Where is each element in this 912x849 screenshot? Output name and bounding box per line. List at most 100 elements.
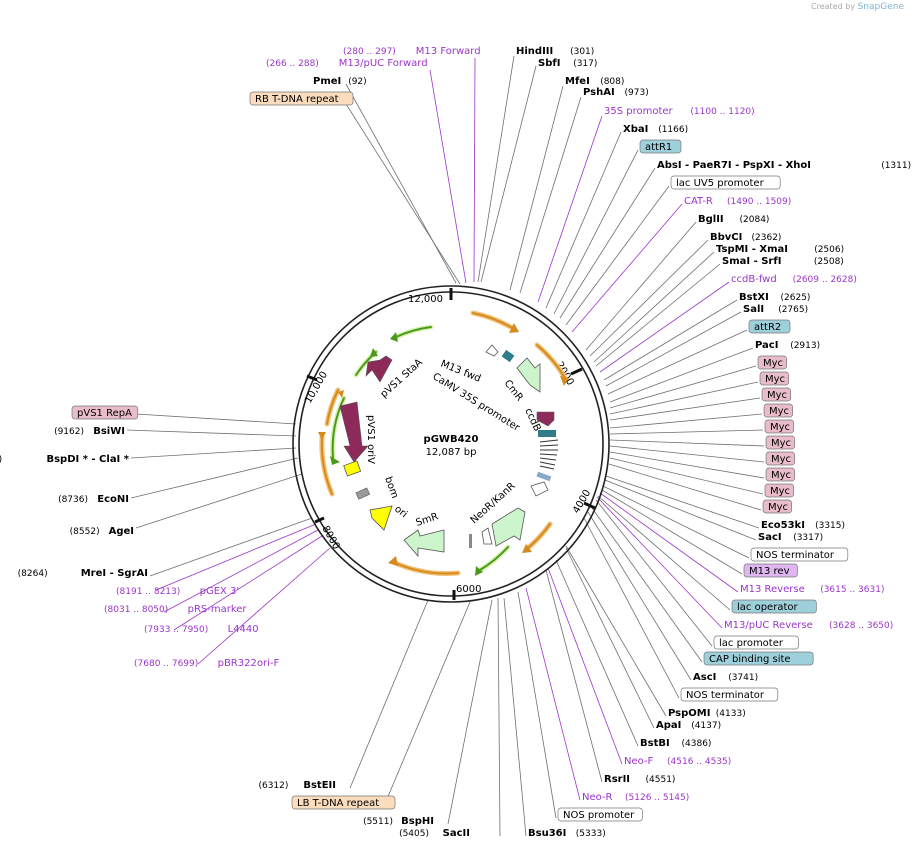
label-mrei-sgrai[interactable]: (8264)MreI - SgrAI [18, 568, 148, 579]
enzyme-name: PacI [755, 340, 778, 351]
label-ccdb-fwd[interactable]: ccdB-fwd(2609 .. 2628) [731, 274, 857, 285]
label-apai[interactable]: ApaI(4137) [656, 720, 721, 731]
label-bsu36i[interactable]: Bsu36I(5333) [528, 828, 606, 839]
label-saci[interactable]: SacI(3317) [758, 532, 823, 543]
label-prs-marker[interactable]: (8031 .. 8050)pRS-marker [104, 604, 247, 615]
leader-paci [609, 347, 754, 403]
label-paci[interactable]: PacI(2913) [755, 340, 820, 351]
label-tspmi-xmai[interactable]: TspMI - XmaI(2506) [716, 244, 844, 255]
leader-rb-t-dna-repeat [345, 103, 461, 285]
label-bbvci[interactable]: BbvCI(2362) [710, 232, 781, 243]
label-myc[interactable]: Myc [757, 355, 787, 370]
label-pshai[interactable]: PshAI(973) [583, 87, 649, 98]
label-attr1[interactable]: attR1 [639, 139, 682, 154]
leader-myc [609, 457, 764, 495]
label-l4440[interactable]: (7933 .. 7950)L4440 [144, 624, 259, 635]
label-rsrii[interactable]: RsrII(4551) [604, 774, 675, 785]
smr-label: SmR [415, 511, 440, 529]
primer-name: ccdB-fwd [731, 274, 777, 285]
label-myc[interactable]: Myc [765, 451, 795, 466]
enzyme-position: (2508) [814, 257, 844, 267]
leader-agei [135, 473, 303, 529]
label-m13-forward[interactable]: (280 .. 297)M13 Forward [343, 46, 481, 57]
label-bstxi[interactable]: BstXI(2625) [739, 292, 810, 303]
label-sacii[interactable]: (5405)SacII [399, 828, 470, 839]
leader-l4440 [173, 535, 323, 631]
label-mfei[interactable]: MfeI(808) [565, 76, 624, 87]
feature-name: Myc [767, 390, 787, 401]
ring-arc-arrowheads [318, 323, 569, 576]
label-myc[interactable]: Myc [759, 371, 789, 386]
label-asci[interactable]: AscI(3741) [693, 672, 758, 683]
label-pbr322ori-f[interactable]: (7680 .. 7699)pBR322ori-F [134, 658, 279, 669]
feature-name: RB T-DNA repeat [255, 94, 339, 105]
label-lac-operator[interactable]: lac operator [731, 599, 817, 614]
label-myc[interactable]: Myc [763, 403, 793, 418]
label-bspdi-clai[interactable]: (8968)BspDI * - ClaI * [0, 454, 130, 465]
label-absi-paer7i-pspxi-xhoi[interactable]: AbsI - PaeR7I - PspXI - XhoI(1311) [657, 160, 911, 171]
enzyme-position: (2625) [781, 293, 811, 303]
label-smai-srfi[interactable]: SmaI - SrfI(2508) [722, 256, 844, 267]
leader-bstxi [603, 299, 738, 381]
label-nos-terminator[interactable]: NOS terminator [750, 547, 849, 562]
leader-mrei-sgrai [149, 517, 313, 577]
label-pspomi[interactable]: PspOMI(4133) [668, 708, 746, 719]
leader-attr1 [553, 149, 639, 315]
label-bsteii[interactable]: (6312)BstEII [258, 780, 336, 791]
label-nos-promoter[interactable]: NOS promoter [557, 807, 643, 822]
label-eco53ki[interactable]: Eco53kI(3315) [761, 520, 845, 531]
primer-name: M13 Forward [416, 46, 481, 57]
label-myc[interactable]: Myc [765, 467, 795, 482]
ccdb-arrow [536, 411, 555, 427]
label-35s-promoter[interactable]: 35S promoter(1100 .. 1120) [604, 106, 755, 117]
label-m13-puc-forward[interactable]: (266 .. 288)M13/pUC Forward [266, 58, 428, 69]
label-econi[interactable]: (8736)EcoNI [58, 494, 129, 505]
label-lac-promoter[interactable]: lac promoter [713, 635, 799, 650]
label-pvs1-repa[interactable]: pVS1 RepA [71, 405, 139, 420]
label-cat-r[interactable]: CAT-R(1490 .. 1509) [684, 196, 791, 207]
leader-bsphi [447, 599, 493, 825]
camv-35s-promoter-arrow [485, 344, 499, 357]
primer-position: (7680 .. 7699) [134, 659, 198, 669]
label-myc[interactable]: Myc [764, 419, 794, 434]
leader-eco53ki [605, 475, 760, 529]
label-bsphi[interactable]: (5511)BspHI [363, 816, 434, 827]
leader-rsrii [545, 569, 603, 783]
feature-name: NOS promoter [563, 810, 635, 821]
primer-name: Neo-F [624, 756, 654, 767]
label-sali[interactable]: SalI(2765) [743, 304, 808, 315]
label-pmei[interactable]: PmeI(92) [313, 76, 367, 87]
label-myc[interactable]: Myc [764, 483, 794, 498]
label-bglii[interactable]: BglII(2084) [698, 214, 769, 225]
label-myc[interactable]: Myc [765, 435, 795, 450]
feature-name: LB T-DNA repeat [297, 798, 379, 809]
label-hindiii[interactable]: HindIII(301) [516, 46, 594, 57]
label-lb-t-dna-repeat[interactable]: LB T-DNA repeat [291, 795, 396, 810]
label-m13-reverse[interactable]: M13 Reverse(3615 .. 3631) [740, 584, 884, 595]
label-cap-binding-site[interactable]: CAP binding site [703, 651, 814, 666]
label-lac-uv5-promoter[interactable]: lac UV5 promoter [670, 175, 781, 190]
label-sbfi[interactable]: SbfI(317) [538, 58, 597, 69]
label-neo-r[interactable]: Neo-R(5126 .. 5145) [582, 792, 689, 803]
label-m13-puc-reverse[interactable]: M13/pUC Reverse(3628 .. 3650) [724, 620, 893, 631]
label-bstbi[interactable]: BstBI(4386) [640, 738, 711, 749]
label-pgex-3[interactable]: (8191 .. 8213)pGEX 3' [116, 586, 239, 597]
label-bsiwi[interactable]: (9162)BsiWI [54, 426, 125, 437]
label-neo-f[interactable]: Neo-F(4516 .. 4535) [624, 756, 731, 767]
label-attr2[interactable]: attR2 [748, 319, 791, 334]
leader-xbai [545, 131, 622, 309]
label-nos-terminator[interactable]: NOS terminator [680, 687, 779, 702]
label-myc[interactable]: Myc [761, 387, 791, 402]
label-agei[interactable]: (8552)AgeI [70, 526, 134, 537]
tick-6000: 6000 [456, 584, 481, 595]
label-m13-rev[interactable]: M13 rev [743, 563, 798, 578]
label-xbai[interactable]: XbaI(1166) [623, 124, 688, 135]
leader-lac-promoter [595, 499, 713, 647]
enzyme-name: ApaI [656, 720, 681, 731]
label-rb-t-dna-repeat[interactable]: RB T-DNA repeat [249, 91, 354, 106]
leader-myc [608, 463, 762, 511]
primer-name: Neo-R [582, 792, 613, 803]
enzyme-position: (8264) [18, 569, 48, 579]
label-myc[interactable]: Myc [762, 499, 792, 514]
enzyme-position: (8968) [0, 455, 2, 465]
